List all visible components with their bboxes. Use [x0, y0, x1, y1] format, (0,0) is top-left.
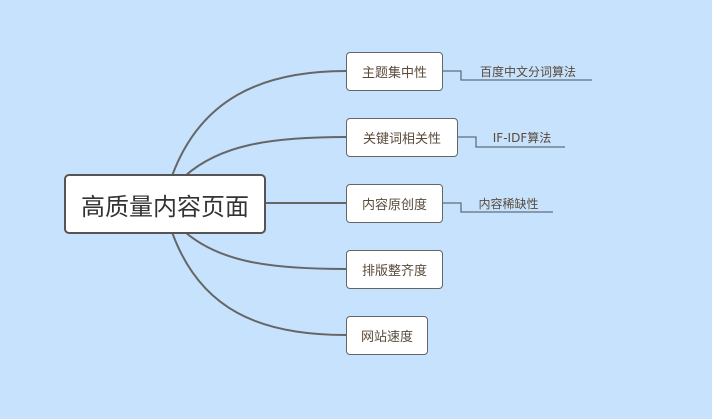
sub-node-3[interactable]: 内容稀缺性	[478, 197, 539, 211]
branch-node-3[interactable]: 内容原创度	[346, 184, 443, 223]
sub-connector-3	[442, 202, 553, 213]
branch-node-2[interactable]: 关键词相关性	[346, 118, 458, 157]
branch-node-1[interactable]: 主题集中性	[346, 52, 443, 91]
branch-node-5[interactable]: 网站速度	[346, 316, 428, 355]
connector-1	[171, 70, 347, 177]
connector-4	[184, 231, 347, 270]
connector-2	[184, 136, 347, 177]
sub-node-2[interactable]: IF-IDF算法	[492, 131, 552, 145]
root-node[interactable]: 高质量内容页面	[64, 174, 266, 234]
connector-5	[171, 231, 347, 336]
branch-node-4[interactable]: 排版整齐度	[346, 250, 443, 289]
sub-node-1[interactable]: 百度中文分词算法	[479, 65, 576, 79]
sub-connector-2	[457, 136, 565, 148]
sub-connector-1	[442, 70, 592, 81]
